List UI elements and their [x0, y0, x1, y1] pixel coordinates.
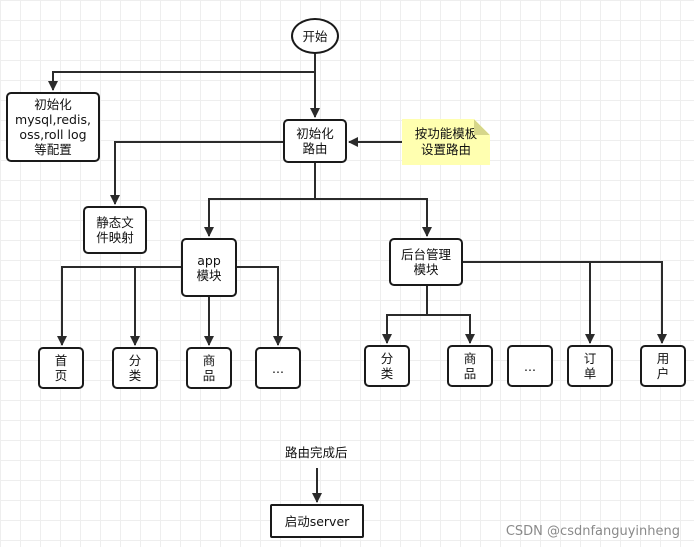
admin-order-node: 订 单	[567, 345, 613, 387]
init-route-node: 初始化 路由	[283, 119, 347, 163]
edge-route-to-admin	[315, 198, 432, 237]
edge-admin-to-goods	[427, 314, 475, 344]
init-config-node: 初始化 mysql,redis, oss,roll log 等配置	[6, 92, 100, 162]
admin-more-node: ...	[507, 345, 553, 387]
start-server-node: 启动server	[270, 504, 364, 538]
app-category-node: 分 类	[112, 347, 158, 389]
app-goods-node: 商 品	[186, 347, 232, 389]
start-node: 开始	[291, 18, 339, 54]
admin-category-node: 分 类	[364, 345, 410, 387]
app-home-node: 首 页	[38, 347, 84, 389]
app-more-node: ...	[255, 347, 301, 389]
app-module-node: app 模块	[181, 238, 237, 297]
edge-admin-to-user	[590, 261, 667, 344]
admin-goods-node: 商 品	[447, 345, 493, 387]
csdn-watermark: CSDN @csdnfanguyinheng	[505, 524, 680, 539]
edge-app-to-more	[237, 266, 283, 346]
edge-app-bus	[57, 266, 181, 346]
edge-route-split	[204, 162, 316, 237]
admin-user-node: 用 户	[640, 345, 686, 387]
static-files-node: 静态文 件映射	[83, 206, 147, 254]
admin-module-node: 后台管理 模块	[389, 238, 463, 286]
edge-admin-to-order	[463, 261, 595, 344]
edge-start-to-config	[48, 71, 315, 91]
edge-admin-split	[382, 286, 428, 344]
after-route-label: 路由完成后	[285, 445, 348, 460]
route-note: 按功能模板 设置路由	[402, 119, 490, 165]
edge-route-to-static	[110, 141, 283, 205]
